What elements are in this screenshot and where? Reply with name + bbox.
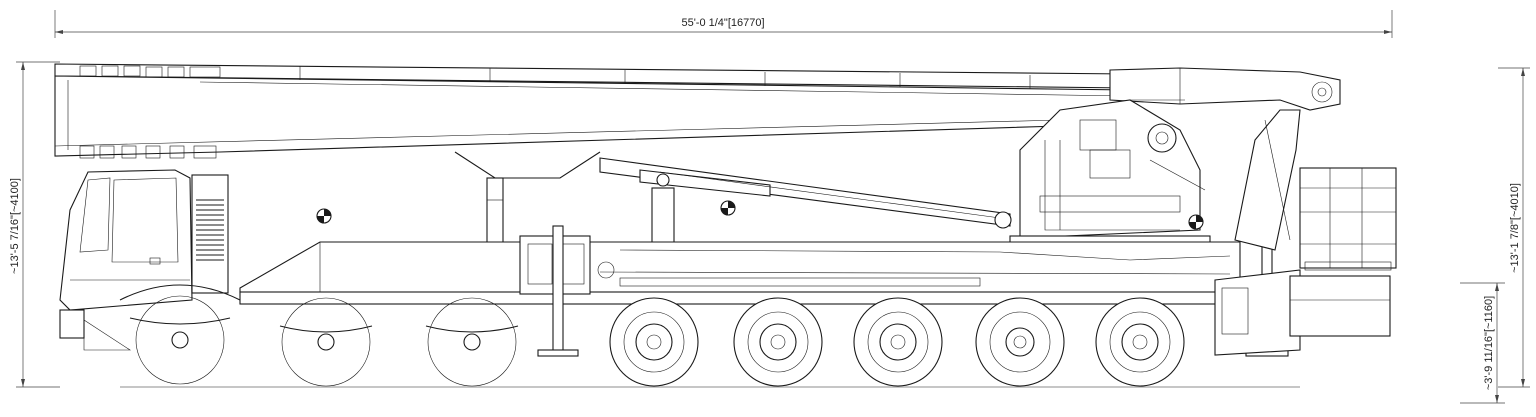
overall-height-dimension: ~13'-5 7/16"[~4100] — [9, 61, 60, 388]
center-of-gravity-icon — [720, 200, 736, 216]
wheel-4 — [609, 297, 699, 387]
rear-structure — [1214, 109, 1391, 356]
basket-height-dimension: ~3'-9 11/16"[~1160] — [1460, 282, 1505, 404]
chassis-deck — [239, 235, 1241, 305]
truck-cab — [59, 169, 229, 351]
basket-height-label: ~3'-9 11/16"[~1160] — [1483, 296, 1495, 390]
wheel-7 — [975, 297, 1065, 387]
boom-height-label: ~13'-1 7/8"[~4010] — [1509, 183, 1521, 273]
overall-length-label: 55'-0 1/4"[16770] — [681, 17, 764, 29]
rear-axles — [609, 297, 1185, 387]
wheel-3 — [427, 297, 517, 387]
center-of-gravity-icon — [316, 208, 332, 224]
work-basket — [1299, 167, 1397, 271]
center-of-gravity-icons — [316, 200, 1204, 230]
center-of-gravity-icon — [1188, 214, 1204, 230]
overall-length-dimension: 55'-0 1/4"[16770] — [54, 10, 1393, 38]
wheel-1 — [119, 284, 241, 385]
wheel-5 — [733, 297, 823, 387]
boom-height-dimension: ~13'-1 7/8"[~4010] — [1498, 67, 1530, 388]
front-axles — [119, 284, 519, 387]
telescopic-boom — [54, 63, 1341, 159]
overall-height-label: ~13'-5 7/16"[~4100] — [9, 178, 21, 274]
wheel-6 — [853, 297, 943, 387]
wheel-2 — [281, 297, 371, 387]
wheel-8 — [1095, 297, 1185, 387]
